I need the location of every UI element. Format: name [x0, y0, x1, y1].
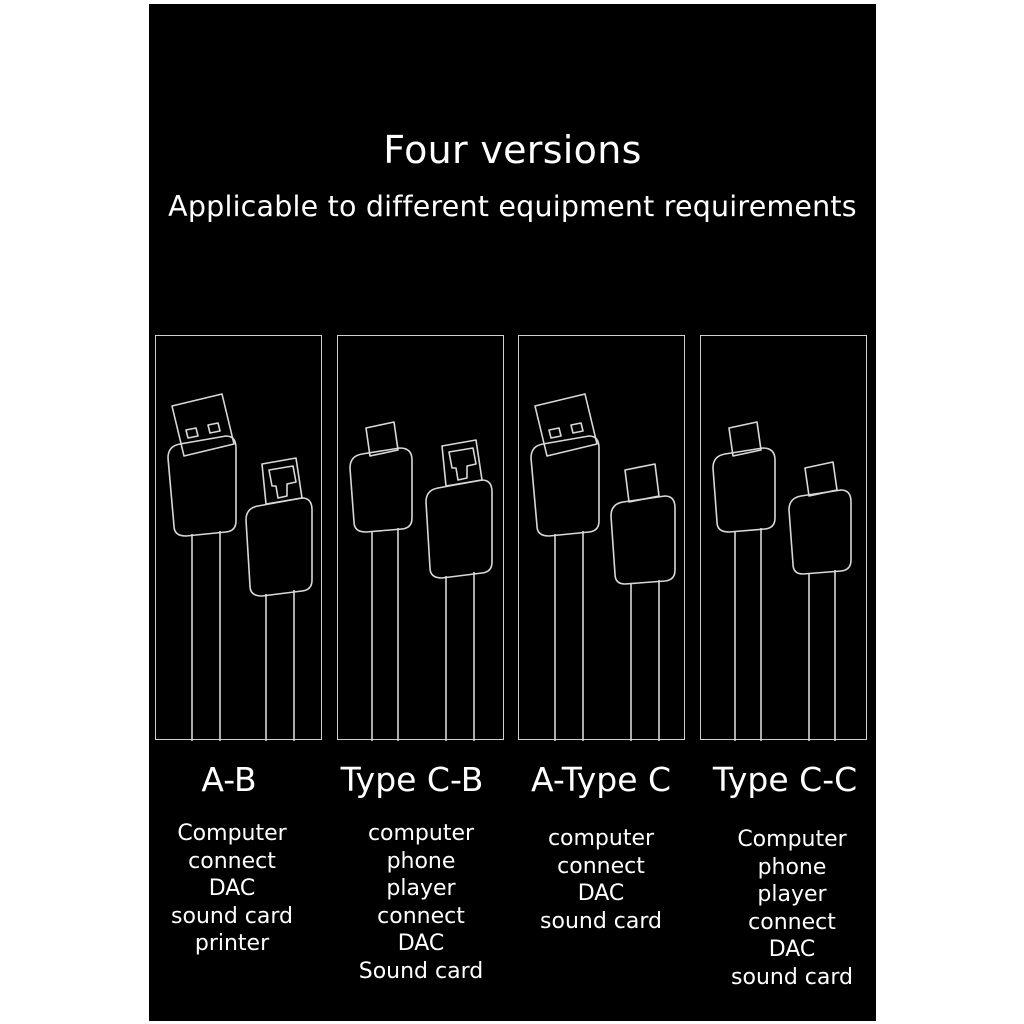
version-desc-type-c-b: computer phone player connect DAC Sound …: [321, 820, 521, 985]
desc-line: player: [757, 882, 827, 907]
desc-line: connect: [748, 909, 836, 935]
desc-line: sound card: [171, 903, 293, 929]
usb-c-connector-icon: [712, 421, 776, 741]
product-panel: Four versions Applicable to different eq…: [149, 4, 876, 1021]
desc-line: sound card: [731, 964, 853, 990]
usb-b-connector-icon: [425, 439, 493, 741]
version-desc-a-type-c: computer connect DAC sound card: [501, 825, 701, 935]
usb-c-connector-icon: [788, 461, 852, 741]
desc-line: connect: [188, 848, 276, 874]
desc-line: player: [386, 876, 456, 901]
usb-b-connector-icon: [245, 457, 313, 741]
cable-card-a-type-c: [518, 335, 685, 741]
desc-line: DAC: [768, 937, 816, 962]
usb-c-connector-icon: [349, 421, 413, 741]
version-label-type-c-b: Type C-B: [340, 760, 484, 799]
usb-a-connector-icon: [167, 393, 237, 741]
version-label-type-c-c: Type C-C: [712, 760, 858, 799]
version-desc-type-c-c: Computer phone player connect DAC sound …: [692, 826, 892, 991]
usb-c-connector-icon: [610, 463, 676, 741]
version-label-a-type-c: A-Type C: [530, 760, 672, 799]
desc-line: Sound card: [358, 958, 484, 984]
page-title: Four versions: [383, 128, 642, 172]
version-desc-a-b: Computer connect DAC sound card printer: [132, 820, 332, 958]
desc-line: connect: [377, 903, 465, 929]
desc-line: phone: [757, 854, 827, 880]
desc-line: DAC: [397, 931, 445, 956]
cable-card-a-b: [155, 335, 322, 741]
cable-card-type-c-b: [337, 335, 504, 741]
desc-line: DAC: [208, 876, 256, 901]
desc-line: computer: [547, 826, 655, 851]
version-label-a-b: A-B: [201, 760, 257, 799]
desc-line: Computer: [177, 821, 287, 846]
cable-card-type-c-c: [700, 335, 867, 741]
page-subtitle: Applicable to different equipment requir…: [168, 190, 857, 223]
desc-line: DAC: [577, 881, 625, 906]
usb-a-connector-icon: [530, 393, 600, 741]
desc-line: computer: [367, 821, 475, 846]
desc-line: phone: [386, 848, 456, 874]
desc-line: sound card: [540, 908, 662, 934]
desc-line: connect: [557, 853, 645, 879]
desc-line: Computer: [737, 827, 847, 852]
desc-line: printer: [194, 931, 270, 956]
